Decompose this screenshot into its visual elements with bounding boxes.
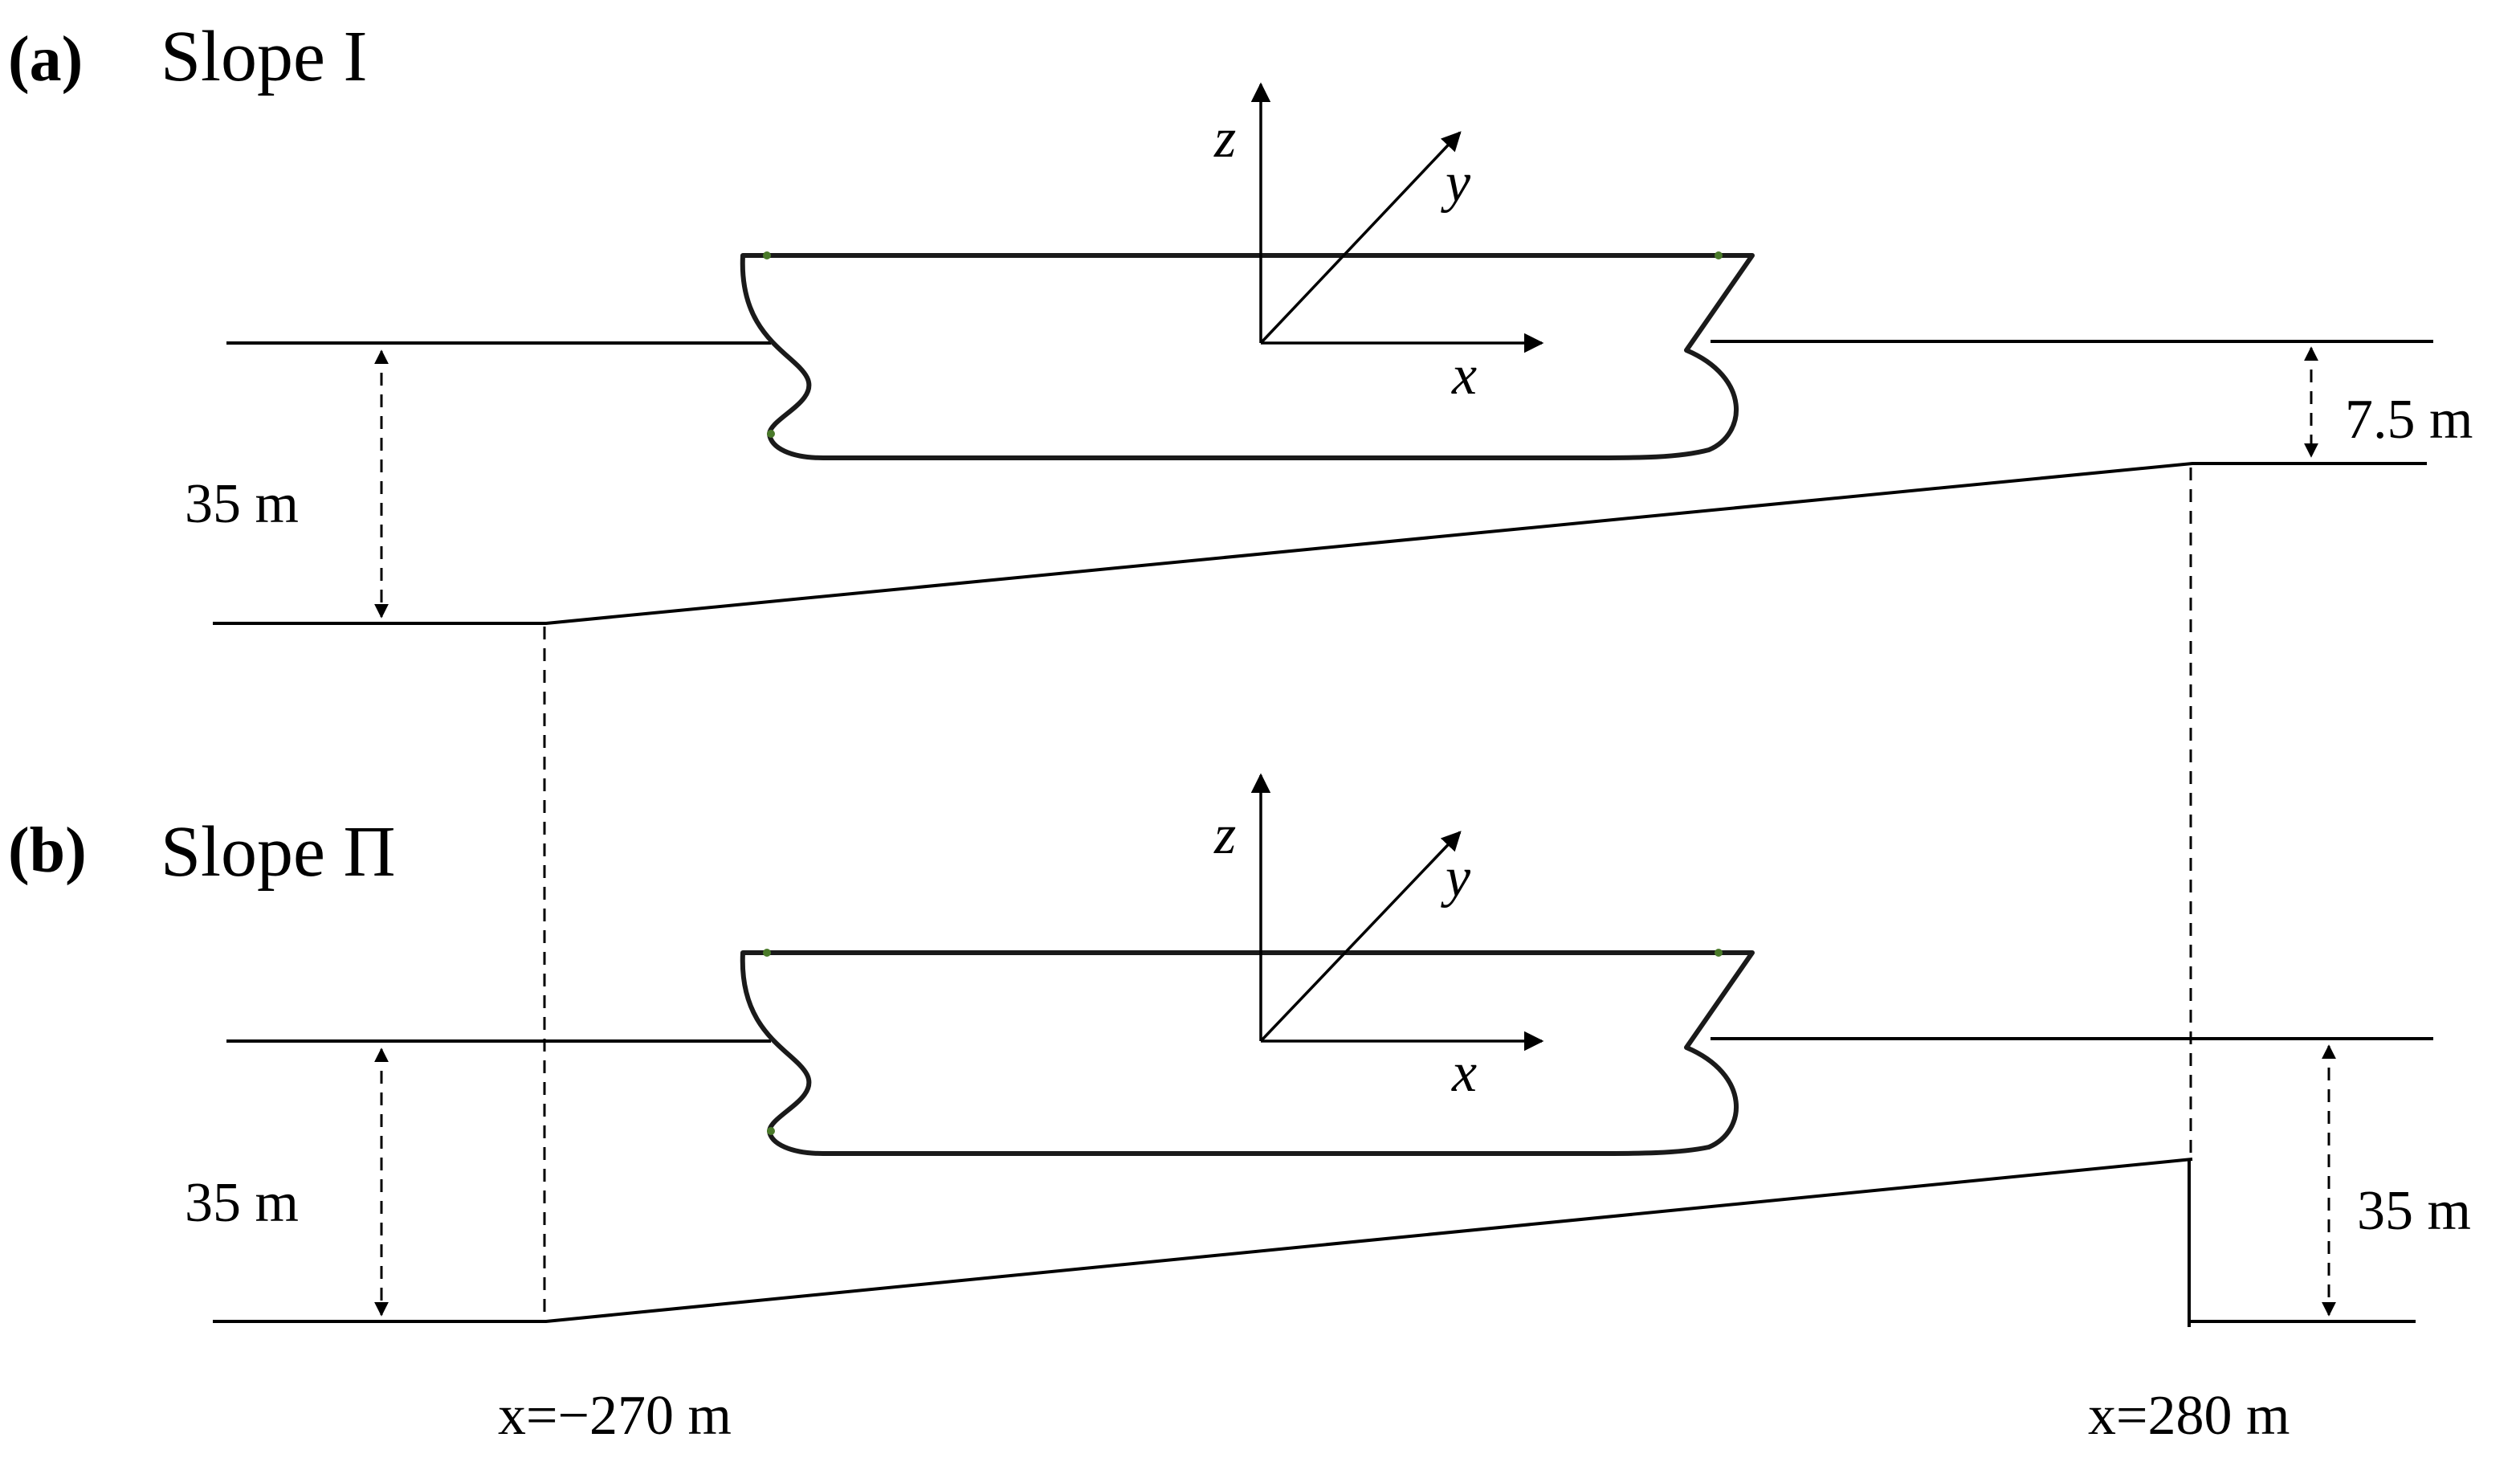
axis-y-b: [1259, 831, 1462, 1043]
panel-a: (a) Slope I 35 m 7.5 m z y x: [8, 17, 2473, 625]
axis-z-label-a: z: [1213, 108, 1236, 169]
panel-b-title: Slope Π: [161, 812, 396, 892]
axis-z-label-b: z: [1213, 804, 1236, 866]
hull-node: [767, 1127, 775, 1135]
panel-a-title: Slope I: [161, 17, 367, 96]
ship-hull-a: [740, 253, 1755, 460]
seabed-slope-ii: [213, 1158, 2193, 1323]
hull-node: [763, 949, 771, 957]
panel-b-letter: (b): [8, 815, 87, 886]
hull-node: [767, 430, 775, 438]
hull-node: [1715, 251, 1723, 259]
axis-y-label-b: y: [1441, 847, 1471, 909]
hull-node: [763, 251, 771, 259]
position-label-left: x=−270 m: [498, 1385, 732, 1447]
axis-x-label-b: x: [1451, 1042, 1477, 1104]
axis-x-label-a: x: [1451, 345, 1477, 406]
axis-y-label-a: y: [1441, 152, 1471, 214]
seabed-slope-i: [213, 462, 2427, 625]
panel-a-letter: (a): [8, 24, 83, 95]
panel-b: (b) Slope Π 35 m 35 m z y x: [8, 773, 2471, 1327]
ship-hull-b: [740, 950, 1755, 1156]
axis-y-a: [1259, 131, 1462, 345]
position-label-right: x=280 m: [2088, 1385, 2290, 1447]
depth-label-right: 35 m: [2357, 1180, 2471, 1242]
hull-node: [1715, 949, 1723, 957]
depth-label-right: 7.5 m: [2345, 389, 2473, 451]
depth-label-left: 35 m: [185, 1172, 299, 1234]
depth-label-left: 35 m: [185, 473, 299, 535]
